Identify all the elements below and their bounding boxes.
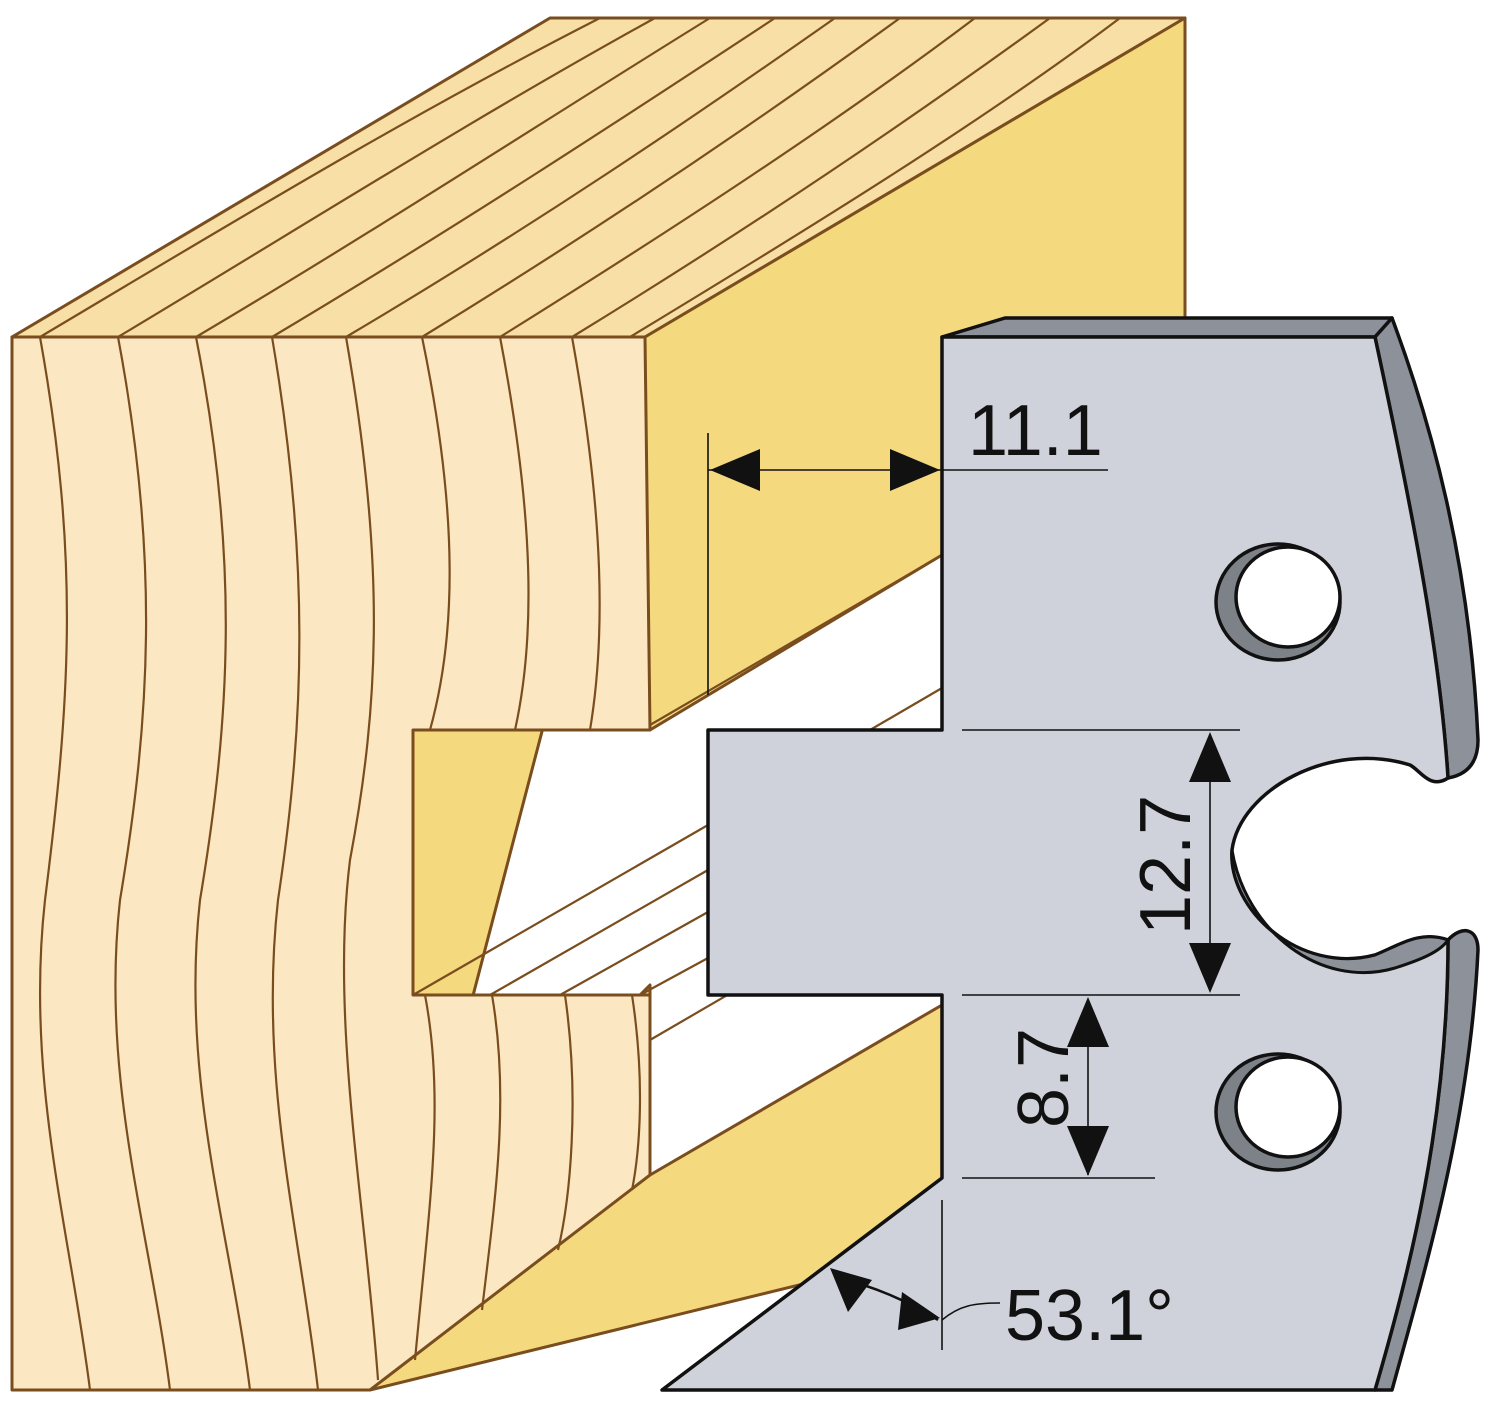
arrow-11-1-left	[710, 449, 760, 491]
mounting-holes	[1214, 542, 1342, 1172]
dimension-53-1-angle: 53.1°	[1005, 1276, 1174, 1356]
arrow-angle-left	[830, 1268, 872, 1312]
arrow-12-7-top	[1189, 732, 1231, 782]
dimension-8-7: 8.7	[1004, 1028, 1084, 1128]
wood-block	[10, 16, 1187, 1392]
lower-hole	[1214, 1052, 1342, 1172]
dimension-arrows	[710, 449, 1231, 1330]
dimension-11-1: 11.1	[968, 391, 1103, 471]
wood-front-grain	[38, 336, 642, 1391]
wood-front-face	[10, 335, 652, 1392]
arrow-8-7-top	[1067, 997, 1109, 1047]
arrow-8-7-bottom	[1067, 1126, 1109, 1176]
blade-top-bevel	[940, 316, 1394, 339]
wood-top-grain	[39, 17, 1121, 338]
arrow-12-7-bottom	[1189, 943, 1231, 993]
dimension-12-7: 12.7	[1126, 795, 1206, 935]
blade-gullet-bevel	[1230, 849, 1451, 975]
arrow-11-1-right	[890, 449, 940, 491]
upper-hole	[1214, 542, 1342, 662]
arrow-angle-right	[898, 1292, 940, 1330]
